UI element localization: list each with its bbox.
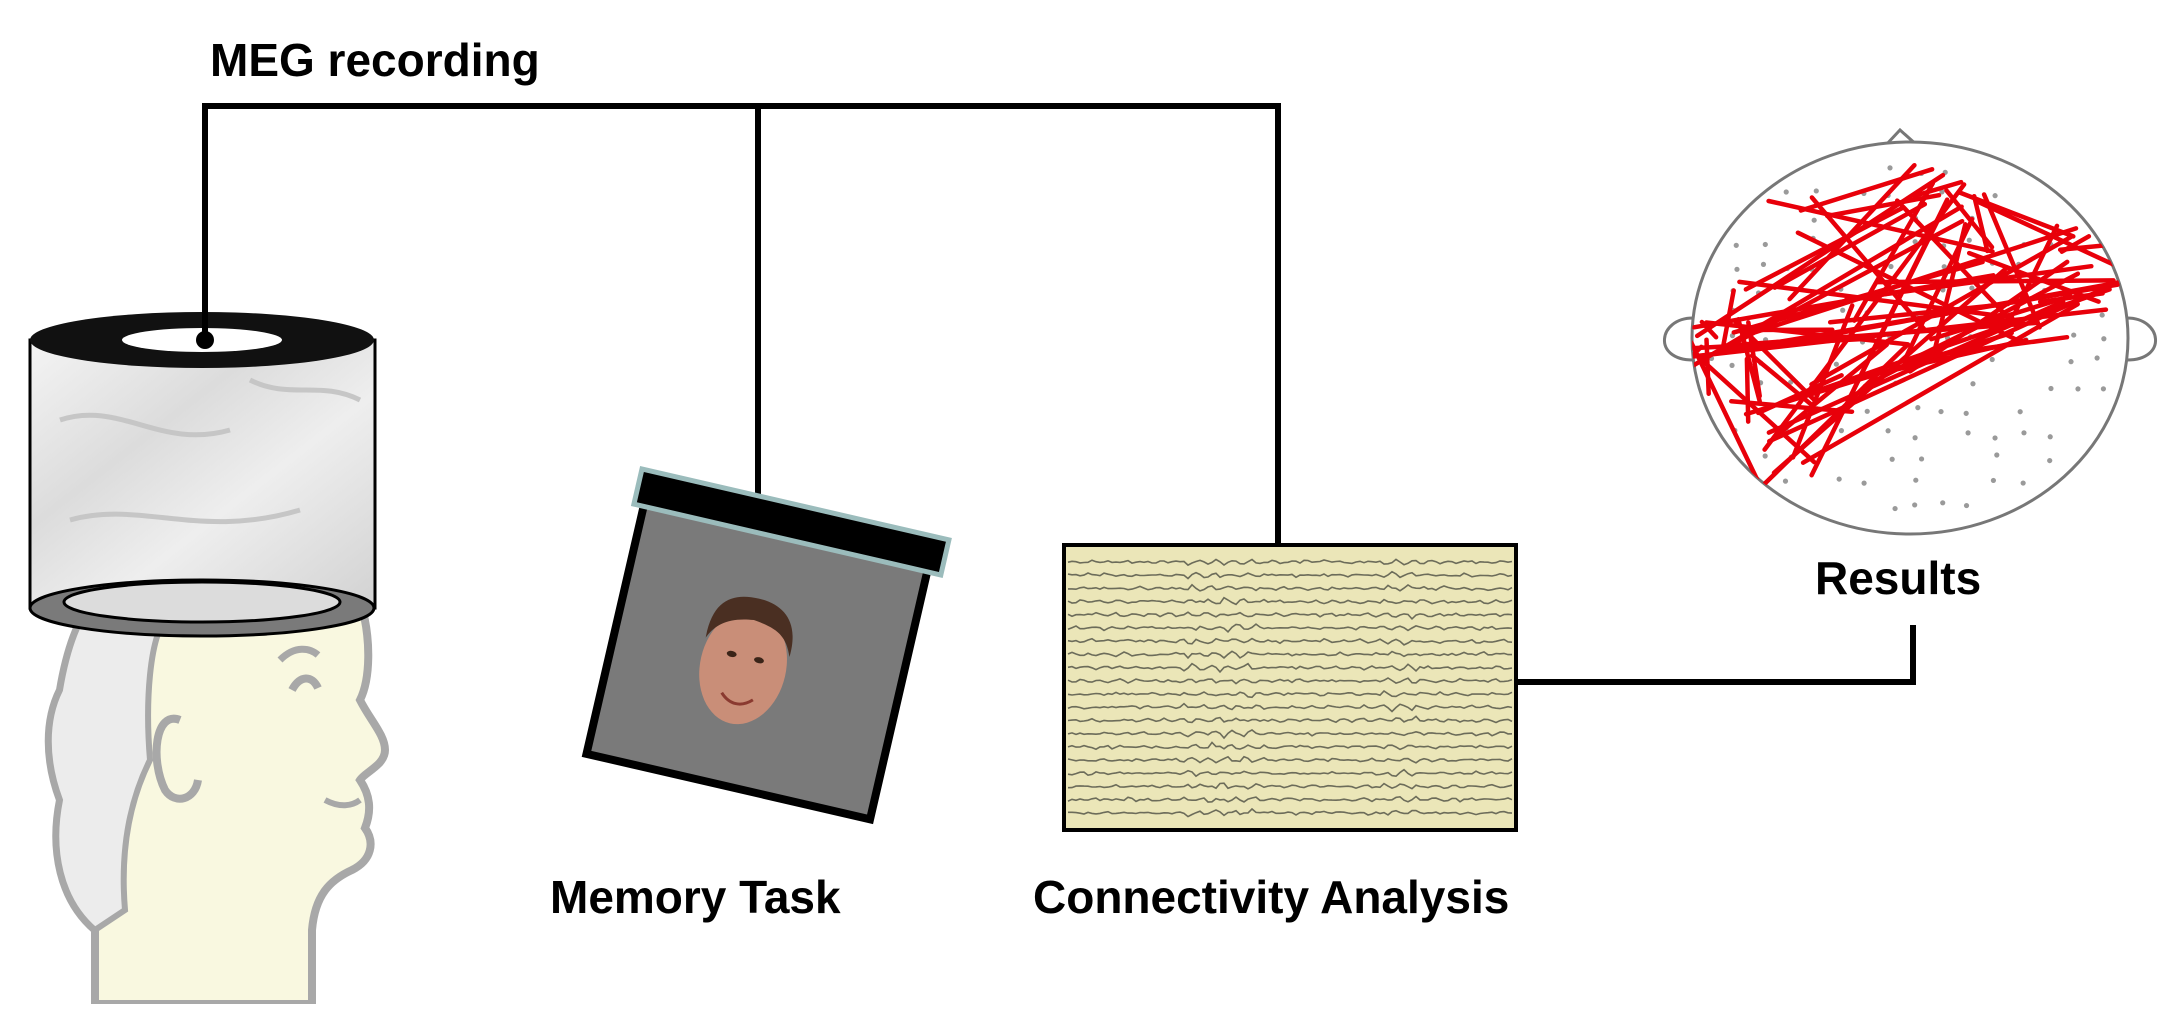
meg-recording-label: MEG recording — [210, 34, 540, 86]
sensor-dot — [2068, 359, 2073, 364]
sensor-dot — [1990, 357, 1995, 362]
sensor-dot — [1729, 363, 1734, 368]
sensor-dot — [1837, 476, 1842, 481]
sensor-dot — [2100, 312, 2105, 317]
sensor-dot — [1865, 409, 1870, 414]
sensor-dot — [1892, 506, 1897, 511]
sensor-dot — [2095, 355, 2100, 360]
sensor-dot — [1839, 428, 1844, 433]
sensor-dot — [1913, 478, 1918, 483]
sensor-dot — [2018, 409, 2023, 414]
meg-traces-icon — [1064, 545, 1516, 830]
sensor-dot — [1940, 500, 1945, 505]
sensor-dot — [1734, 243, 1739, 248]
sensor-dot — [2021, 480, 2026, 485]
sensor-dot — [1994, 452, 1999, 457]
sensor-dot — [2071, 332, 2076, 337]
sensor-dot — [1761, 262, 1766, 267]
sensor-dot — [1840, 308, 1845, 313]
sensor-dot — [1734, 267, 1739, 272]
connectivity-analysis-label: Connectivity Analysis — [1033, 871, 1509, 923]
sensor-dot — [2048, 434, 2053, 439]
meg-helmet-icon — [30, 312, 375, 636]
sensor-dot — [1912, 502, 1917, 507]
sensor-dot — [1912, 435, 1917, 440]
sensor-dot — [2075, 386, 2080, 391]
memory-task-label: Memory Task — [550, 871, 841, 923]
sensor-dot — [2101, 386, 2106, 391]
sensor-dot — [1812, 218, 1817, 223]
sensor-dot — [1887, 165, 1892, 170]
sensor-dot — [1970, 381, 1975, 386]
sensor-dot — [1991, 478, 1996, 483]
results-label: Results — [1815, 552, 1981, 604]
sensor-dot — [1888, 264, 1893, 269]
sensor-dot — [1919, 456, 1924, 461]
sensor-dot — [2047, 458, 2052, 463]
sensor-dot — [1861, 481, 1866, 486]
sensor-dot — [1915, 405, 1920, 410]
sensor-dot — [1763, 453, 1768, 458]
scalp-connectivity-icon — [1664, 130, 2155, 534]
sensor-dot — [1993, 193, 1998, 198]
sensor-dot — [1964, 503, 1969, 508]
sensor-dot — [1783, 479, 1788, 484]
sensor-dot — [1964, 411, 1969, 416]
sensor-dot — [1890, 457, 1895, 462]
monitor-face-icon — [577, 469, 949, 822]
sensor-dot — [1885, 428, 1890, 433]
sensor-dot — [1814, 188, 1819, 193]
sensor-dot — [2048, 386, 2053, 391]
sensor-dot — [1763, 242, 1768, 247]
recording-connector — [205, 106, 1913, 682]
recording-junction — [196, 331, 214, 349]
sensor-dot — [1967, 238, 1972, 243]
sensor-dot — [2021, 430, 2026, 435]
sensor-dot — [1965, 430, 1970, 435]
sensor-dot — [1938, 409, 1943, 414]
sensor-dot — [1834, 362, 1839, 367]
sensor-dot — [1992, 435, 1997, 440]
sensor-dot — [1784, 189, 1789, 194]
sensor-dot — [2101, 336, 2106, 341]
